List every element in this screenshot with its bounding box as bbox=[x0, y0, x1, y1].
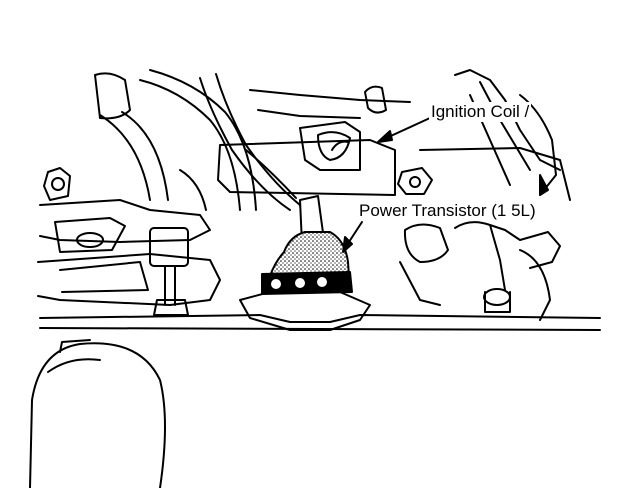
mounting-base bbox=[39, 314, 601, 323]
ignition-coil-label: Ignition Coil / bbox=[429, 102, 532, 122]
bolt-head bbox=[76, 232, 104, 248]
lower-right-nut bbox=[483, 288, 511, 306]
lower-left-pulley bbox=[29, 342, 166, 489]
ignition-coil-bracket bbox=[217, 139, 396, 196]
power-transistor-label: Power Transistor (1 5L) bbox=[357, 201, 538, 221]
hose-1 bbox=[99, 114, 151, 201]
coil-mount-nut bbox=[397, 167, 433, 195]
hose-2 bbox=[199, 77, 291, 211]
left-manifold-outline bbox=[94, 72, 131, 120]
